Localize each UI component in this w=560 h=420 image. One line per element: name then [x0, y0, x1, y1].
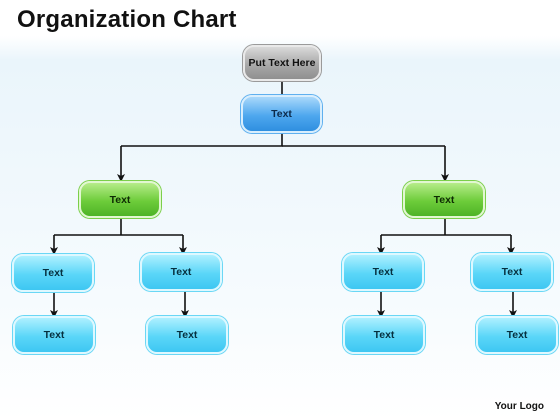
left-child-1-node: Text: [12, 254, 94, 292]
left-manager-node: Text: [79, 181, 161, 218]
right-grandchild-1-node: Text: [343, 316, 425, 354]
right-grandchild-2-node: Text: [476, 316, 558, 354]
left-grandchild-2-node: Text: [146, 316, 228, 354]
right-child-2-node: Text: [471, 253, 553, 291]
right-child-1-node: Text: [342, 253, 424, 291]
left-grandchild-1-node: Text: [13, 316, 95, 354]
root-node: Text: [241, 95, 322, 133]
logo-text: Your Logo: [494, 401, 544, 412]
connector-root-managers: [121, 134, 283, 147]
top-node: Put Text Here: [243, 45, 321, 81]
page-title: Organization Chart: [17, 6, 237, 33]
left-child-2-node: Text: [140, 253, 222, 291]
right-manager-node: Text: [403, 181, 485, 218]
